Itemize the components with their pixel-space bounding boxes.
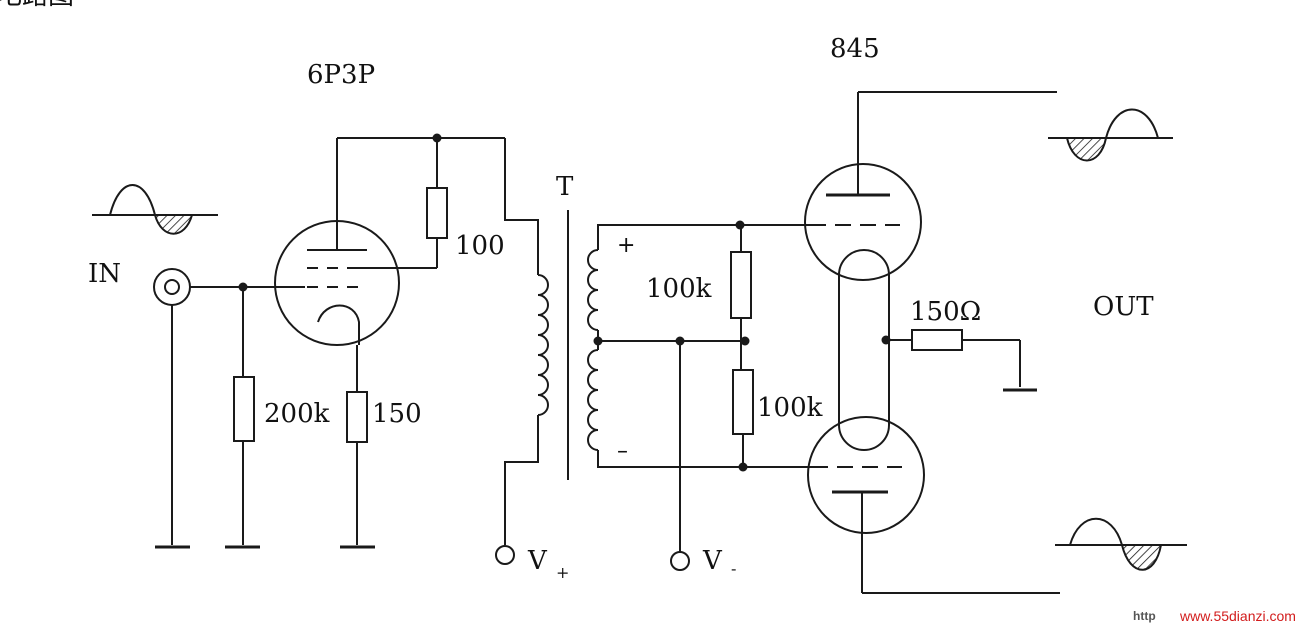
secondary-minus: –	[617, 439, 628, 464]
resistor-divider-bottom-value: 100k	[757, 393, 823, 423]
input-waveform-icon	[92, 184, 218, 235]
secondary-plus: +	[617, 233, 635, 258]
resistor-cathode-value: 150	[372, 399, 422, 429]
supply-neg-sub: -	[731, 559, 736, 578]
output-waveform-top-icon	[1048, 108, 1173, 162]
supply-neg-terminal	[670, 551, 690, 571]
tube-6p3p-icon	[274, 138, 437, 346]
watermark-prefix: http	[1133, 609, 1156, 623]
supply-pos-terminal	[495, 545, 515, 565]
resistor-grid	[233, 376, 255, 442]
watermark-site: www.55dianzi.com	[1179, 608, 1296, 624]
junction-dot	[738, 462, 748, 472]
supply-pos-label: V	[527, 546, 548, 576]
tube-845-top-icon	[804, 92, 922, 281]
resistor-divider-bottom	[732, 369, 754, 435]
filament-loop-icon	[838, 249, 890, 451]
supply-pos-sub: +	[556, 563, 569, 582]
resistor-screen	[426, 187, 448, 239]
resistor-output	[911, 329, 963, 351]
resistor-divider-top-value: 100k	[646, 274, 712, 304]
supply-neg-label: V	[702, 546, 723, 576]
resistor-screen-value: 100	[455, 231, 505, 261]
output-label: OUT	[1093, 292, 1154, 322]
transformer-label: T	[556, 172, 574, 202]
input-tube-label: 6P3P	[307, 60, 375, 90]
output-tube-label: 845	[830, 34, 880, 64]
input-jack	[153, 268, 191, 306]
resistor-output-value: 150Ω	[910, 297, 981, 327]
resistor-grid-value: 200k	[264, 399, 330, 429]
tube-845-bottom-icon	[807, 416, 925, 593]
title-fragment: 电路图	[0, 0, 74, 11]
resistor-cathode	[346, 391, 368, 443]
output-waveform-bottom-icon	[1055, 517, 1187, 571]
junction-dot	[593, 336, 603, 346]
junction-dot	[740, 336, 750, 346]
input-label: IN	[88, 259, 121, 289]
transformer-icon	[504, 138, 745, 545]
resistor-divider-top	[730, 251, 752, 319]
